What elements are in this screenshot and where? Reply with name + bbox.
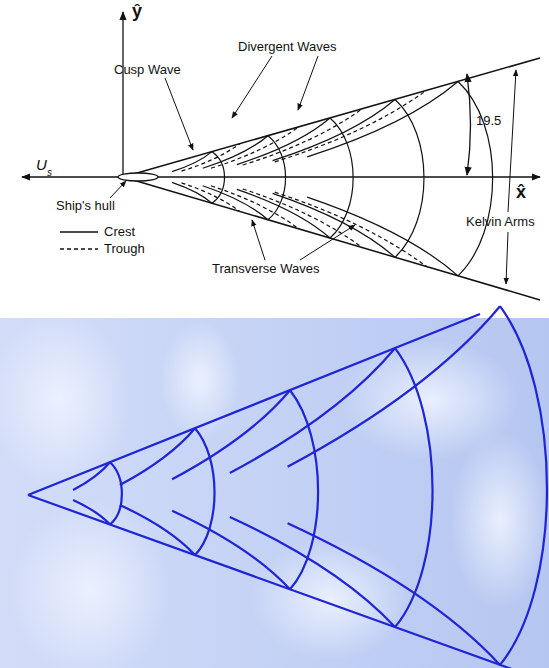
divergent-crest (230, 517, 395, 627)
kelvin-arm (123, 58, 540, 177)
transverse-crest (395, 99, 424, 257)
divergent-crest (120, 505, 195, 555)
legend-text: Trough (104, 242, 145, 256)
y-axis (122, 12, 123, 177)
divergent-crest (203, 186, 268, 220)
divergent-crest (172, 182, 212, 203)
divergent-trough (211, 127, 299, 168)
angle-arc (467, 74, 471, 175)
label: 19.5 (476, 114, 501, 128)
divergent-crest (307, 82, 458, 157)
divergent-trough (275, 91, 427, 162)
transverse-crest (500, 306, 547, 665)
transverse-crest (458, 82, 493, 276)
transverse-crest (110, 462, 122, 524)
kelvin-arm (28, 495, 520, 668)
transverse-crest (290, 390, 318, 589)
divergent-crest (172, 390, 290, 479)
x-axis (123, 176, 540, 177)
divergent-crest (73, 500, 110, 525)
label: Cusp Wave (114, 63, 181, 77)
legend-crest-sample (60, 231, 98, 232)
transverse-crest (195, 428, 215, 555)
velocity-arrow (22, 176, 118, 177)
legend-trough-sample (60, 248, 98, 249)
divergent-trough (211, 186, 299, 229)
divergent-crest (307, 197, 458, 276)
label: Kelvin Arms (466, 215, 535, 229)
divergent-crest (120, 428, 195, 485)
label: U (36, 157, 47, 174)
transverse-crest (212, 152, 225, 204)
leader-lines (60, 56, 516, 284)
divergent-crest (73, 462, 110, 490)
divergent-trough (243, 189, 363, 248)
ship-hull (118, 173, 158, 181)
divergent-trough (275, 192, 427, 266)
divergent-trough (243, 109, 363, 165)
label: Transverse Waves (212, 262, 319, 276)
transverse-crest (330, 118, 353, 238)
transverse-crest (268, 136, 286, 220)
divergent-crest (172, 511, 290, 590)
kelvin-arm (28, 314, 480, 495)
divergent-crest (288, 523, 500, 665)
divergent-crest (288, 306, 500, 466)
kelvin-arm (123, 177, 540, 300)
label: Ship's hull (56, 199, 115, 213)
divergent-crest (203, 136, 268, 169)
label: x̂ (516, 183, 526, 203)
label: Divergent Waves (238, 40, 337, 54)
label: ŷ (132, 2, 142, 22)
label: s (47, 167, 52, 178)
legend-text: Crest (104, 225, 135, 239)
divergent-crest (172, 152, 212, 172)
